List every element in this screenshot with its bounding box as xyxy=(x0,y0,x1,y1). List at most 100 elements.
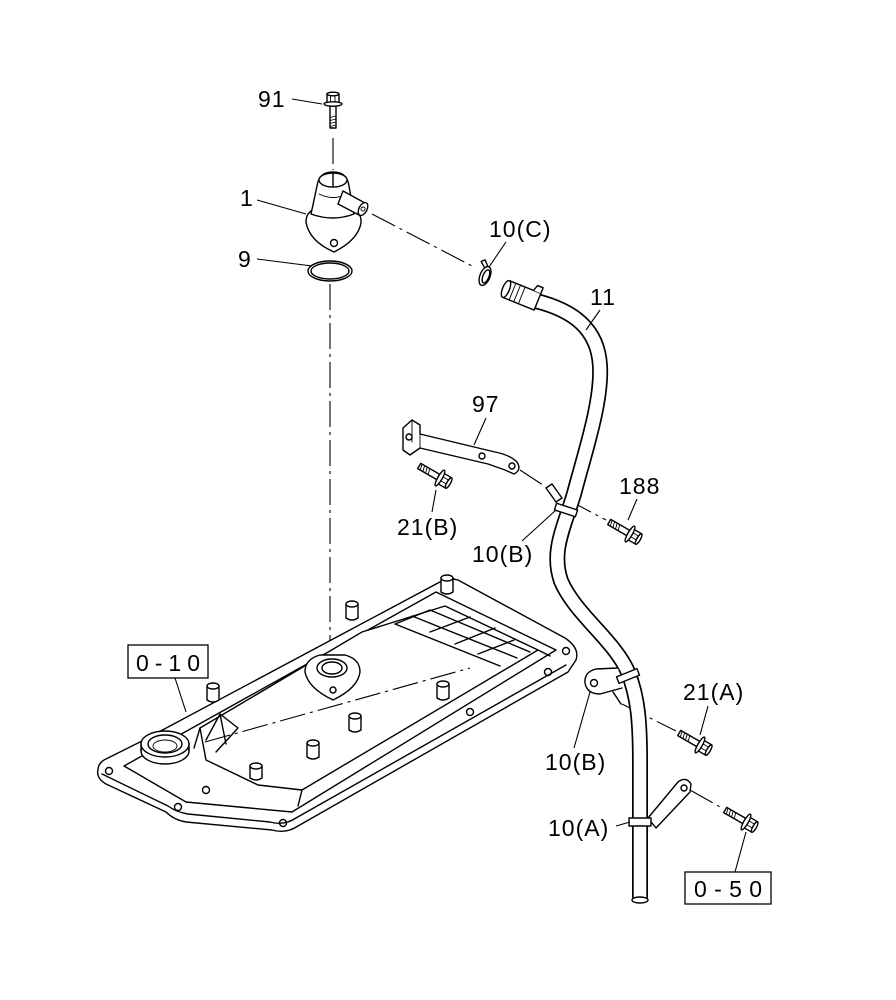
leader-lines xyxy=(174,98,747,873)
bolt-flange xyxy=(624,525,636,543)
bolt-head-top xyxy=(444,477,453,489)
cover-stud xyxy=(306,739,320,760)
callout-1[interactable]: 1 xyxy=(240,185,254,211)
leader-9 xyxy=(256,258,313,267)
cover-ridges xyxy=(394,609,531,667)
cover-stud xyxy=(249,762,263,781)
cover-flange-edge xyxy=(101,664,567,825)
filler-inner xyxy=(152,739,178,753)
reference-box xyxy=(684,871,772,905)
stud-body xyxy=(345,603,359,621)
cover-ramp xyxy=(205,713,239,753)
callout-97[interactable]: 97 xyxy=(472,391,500,417)
hose-end xyxy=(631,896,649,904)
o-ring-outer xyxy=(307,260,353,282)
clamp-10b-upper xyxy=(545,483,579,518)
bolt-21a xyxy=(677,729,713,756)
cover-flange-inner xyxy=(123,591,557,813)
mount-hole xyxy=(201,785,211,795)
cover-stud xyxy=(345,600,359,621)
bolt-flange xyxy=(740,813,752,831)
cover-top-surface xyxy=(199,605,539,791)
callout-9[interactable]: 9 xyxy=(238,246,252,272)
bracket-hole xyxy=(405,433,413,441)
clamp-band xyxy=(628,817,652,827)
breather-port xyxy=(304,654,361,701)
callout-188[interactable]: 188 xyxy=(619,473,660,499)
cover-drop-lines xyxy=(193,649,551,807)
mount-hole xyxy=(543,667,553,677)
bolt-thread xyxy=(329,115,337,127)
stud-top xyxy=(249,762,263,770)
cover-stud xyxy=(206,682,220,703)
clamp-tab xyxy=(545,483,563,503)
clamp-ring xyxy=(478,265,492,287)
bracket-hole xyxy=(508,462,516,470)
bolt-head-top xyxy=(326,91,340,97)
bolt-head-top xyxy=(634,533,643,545)
stud-top xyxy=(206,682,220,690)
o-ring-inner xyxy=(310,262,350,280)
hose-outline xyxy=(533,293,648,900)
mount-hole xyxy=(278,818,288,828)
fitting-tab xyxy=(532,284,544,295)
stud-body xyxy=(306,742,320,760)
clamp-10a xyxy=(628,778,692,829)
mount-hole xyxy=(173,802,183,812)
leader-21a xyxy=(699,705,709,736)
leader-91 xyxy=(291,98,323,105)
valve-cover xyxy=(96,574,578,833)
bolt-050 xyxy=(723,806,759,833)
leader-ref-0-10 xyxy=(174,677,187,713)
clamp-tab-edge xyxy=(612,691,622,705)
fitting-ribs xyxy=(508,282,526,305)
stud-body xyxy=(440,577,454,595)
callout-10c[interactable]: 10(C) xyxy=(489,216,552,242)
clamp-bracket-hole xyxy=(680,784,688,792)
bolt-thread xyxy=(419,463,431,476)
callout-21b[interactable]: 21(B) xyxy=(397,514,458,540)
fitting-end xyxy=(500,279,512,299)
reference-0-10[interactable]: 0-10 xyxy=(127,644,209,679)
hose-fitting xyxy=(500,279,544,311)
clamp-tab xyxy=(584,667,623,695)
hose-body xyxy=(534,294,647,900)
breather-separator xyxy=(305,171,369,253)
stud-body xyxy=(249,765,263,781)
leader-97 xyxy=(473,417,487,446)
callout-91[interactable]: 91 xyxy=(258,86,286,112)
reference-label[interactable]: 0-10 xyxy=(136,650,200,676)
callout-10a[interactable]: 10(A) xyxy=(548,815,609,841)
port-bolt-hole xyxy=(329,686,337,694)
bolt-188 xyxy=(607,518,643,545)
cover-stud xyxy=(440,574,454,595)
clamp-tab xyxy=(480,259,489,268)
leader-21b xyxy=(431,489,437,513)
leader-10c xyxy=(488,241,507,268)
leader-10b-lower xyxy=(573,691,591,749)
callout-11[interactable]: 11 xyxy=(590,284,616,310)
leader-10b-upper xyxy=(521,509,557,542)
stud-top xyxy=(440,574,454,582)
hose-11 xyxy=(500,279,649,904)
bolt-thread xyxy=(679,730,691,743)
clamp-band xyxy=(553,502,579,518)
clamp-bracket xyxy=(647,778,692,829)
bracket-plate xyxy=(402,419,520,475)
mount-hole xyxy=(465,707,475,717)
callout-21a[interactable]: 21(A) xyxy=(683,679,744,705)
leader-11 xyxy=(585,309,601,331)
stud-top xyxy=(306,739,320,747)
stud-top xyxy=(436,680,450,688)
reference-0-50[interactable]: 0-50 xyxy=(684,871,772,905)
callout-10b-lower[interactable]: 10(B) xyxy=(545,749,606,775)
outlet-to-clamp-line xyxy=(371,213,473,267)
clamp-10b-lower xyxy=(584,667,641,705)
clamp-opening xyxy=(481,269,491,284)
callout-10b-upper[interactable]: 10(B) xyxy=(472,541,533,567)
bracket-to-clamp-line xyxy=(519,469,547,488)
breather-outlet-end xyxy=(357,201,369,217)
bracket-97 xyxy=(402,419,520,475)
clamp-to-bolt-050-line xyxy=(689,789,723,809)
